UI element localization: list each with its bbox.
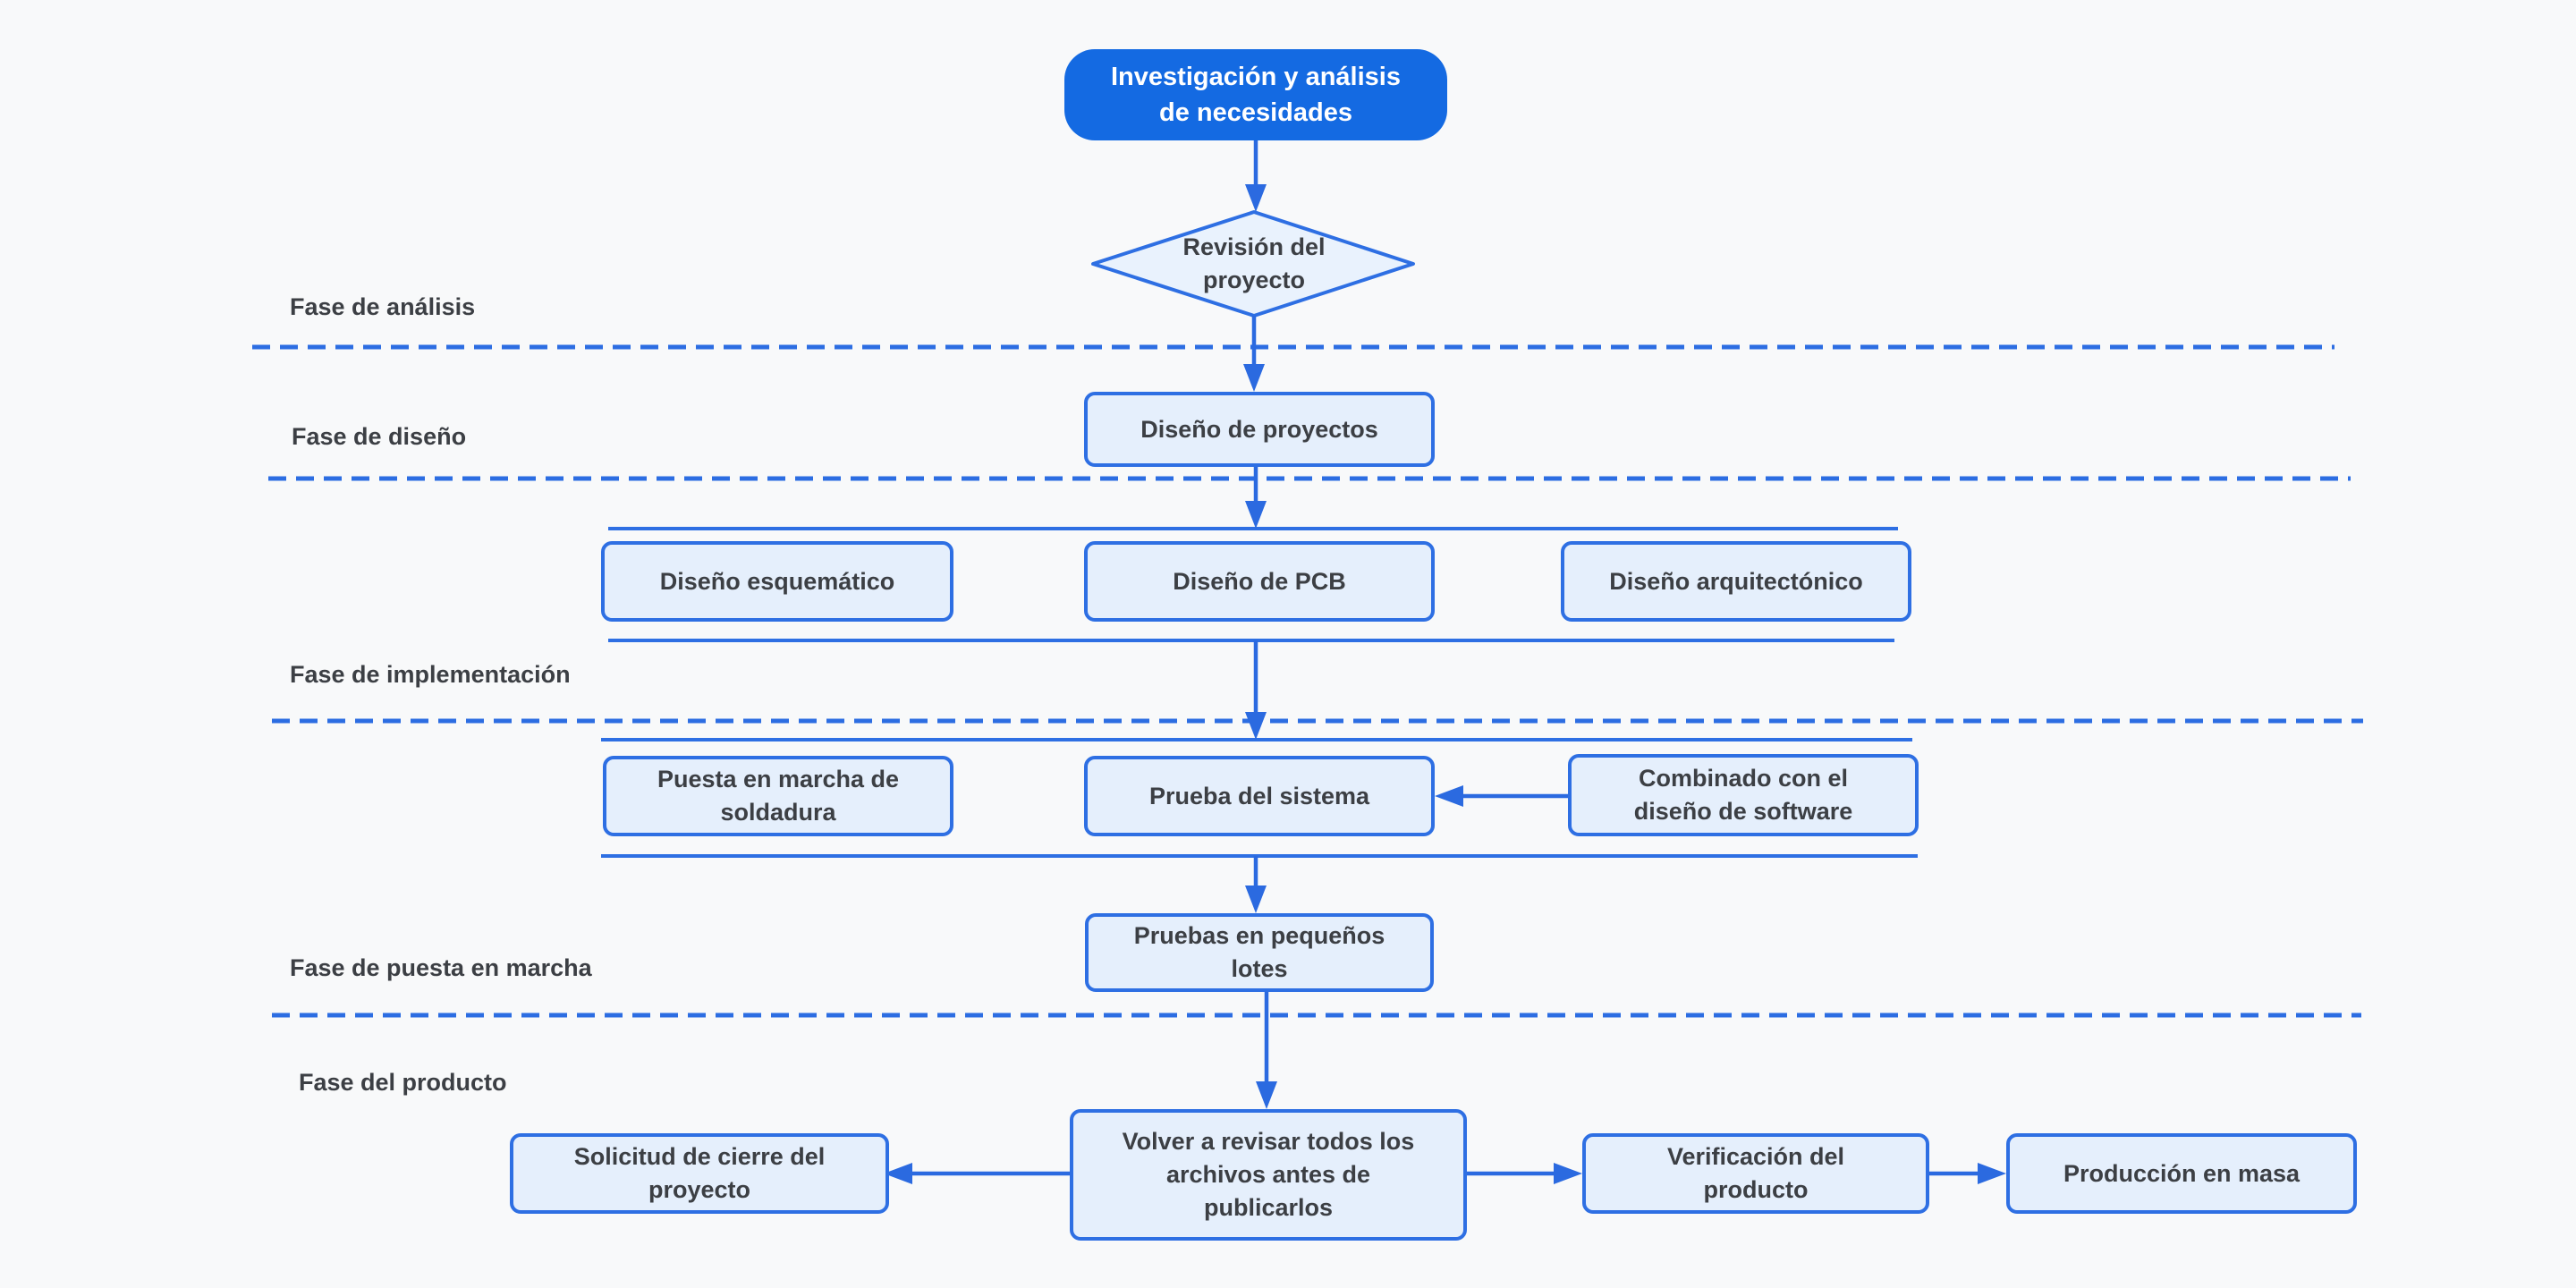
arrowhead-start-to-decision (1245, 184, 1267, 212)
phase-label-product: Fase del producto (299, 1069, 507, 1096)
node-project-design[interactable]: Diseño de proyectos (1084, 392, 1435, 467)
node-decision-label[interactable]: Revisión del proyecto (1182, 233, 1326, 293)
arrowhead-decision-to-project-design (1243, 364, 1265, 392)
node-product-verification[interactable]: Verificación del producto (1582, 1133, 1929, 1214)
arrowhead-small-batch-to-review (1256, 1081, 1277, 1109)
node-welding-commissioning[interactable]: Puesta en marcha de soldadura (603, 756, 953, 836)
arrowhead-row1-to-row2 (1245, 712, 1267, 740)
node-software-design-combined[interactable]: Combinado con el diseño de software (1568, 754, 1919, 836)
phase-label-implementation: Fase de implementación (290, 661, 571, 688)
arrowhead-verification-to-mass-production (1978, 1163, 2006, 1184)
arrowhead-row2-to-small-batch (1245, 886, 1267, 913)
arrowhead-review-to-verification (1554, 1163, 1582, 1184)
phase-label-design: Fase de diseño (292, 423, 467, 450)
arrowhead-project-design-to-row1 (1245, 501, 1267, 529)
node-schematic-design[interactable]: Diseño esquemático (601, 541, 953, 622)
node-closure-request[interactable]: Solicitud de cierre del proyecto (510, 1133, 889, 1214)
arrowhead-combined-to-system-test (1435, 785, 1463, 807)
node-start[interactable]: Investigación y análisis de necesidades (1064, 49, 1447, 140)
arrowhead-review-to-closure (884, 1163, 912, 1184)
node-system-test[interactable]: Prueba del sistema (1084, 756, 1435, 836)
phase-label-analysis: Fase de análisis (290, 293, 476, 320)
node-mass-production[interactable]: Producción en masa (2006, 1133, 2357, 1214)
node-architectural-design[interactable]: Diseño arquitectónico (1561, 541, 1911, 622)
node-review-files[interactable]: Volver a revisar todos los archivos ante… (1070, 1109, 1467, 1241)
node-pcb-design[interactable]: Diseño de PCB (1084, 541, 1435, 622)
phase-label-commissioning: Fase de puesta en marcha (290, 954, 592, 981)
node-small-batch-tests[interactable]: Pruebas en pequeños lotes (1085, 913, 1434, 992)
